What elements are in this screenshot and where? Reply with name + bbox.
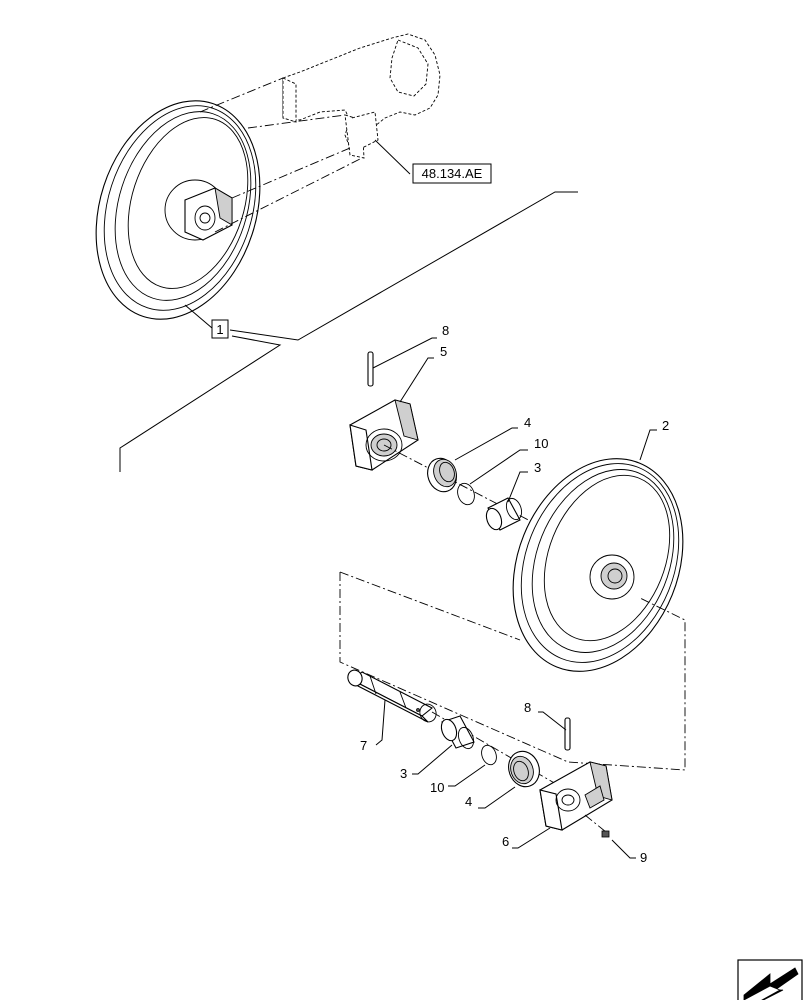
callout-wheel: 2	[662, 418, 669, 433]
callout-shaft: 7	[360, 738, 367, 753]
assembly-marker: 1	[211, 319, 229, 339]
face-seal-bottom	[508, 750, 540, 788]
grease-plug	[584, 814, 610, 838]
reference-box[interactable]: 48.134.AE	[412, 163, 492, 184]
yoke-arm-ghost	[282, 33, 441, 159]
callout-housing-top: 5	[440, 344, 447, 359]
callout-ring-top: 10	[534, 436, 548, 451]
spring-pin-bottom	[564, 717, 571, 751]
idler-assembly-overview: 48.134.AE 1	[95, 33, 578, 472]
callout-seal-top: 4	[524, 415, 531, 430]
callout-plug: 9	[640, 850, 647, 865]
idler-wheel	[512, 458, 684, 672]
bushing-bottom	[440, 715, 475, 750]
bearing-housing-bottom	[539, 761, 613, 831]
callout-ring-bottom: 10	[430, 780, 444, 795]
o-ring-top	[457, 482, 475, 506]
bushing-top	[485, 497, 523, 531]
bearing-housing-top	[349, 399, 419, 471]
callout-pin-top: 8	[442, 323, 449, 338]
callout-seal-bottom: 4	[465, 794, 472, 809]
spring-pin-top	[367, 351, 374, 387]
idler-wheel-overview	[95, 100, 261, 320]
callout-pin-bottom: 8	[524, 700, 531, 715]
callout-bushing-bottom: 3	[400, 766, 407, 781]
idler-shaft	[347, 669, 437, 723]
o-ring-bottom	[481, 744, 497, 766]
projection-lines-top	[199, 77, 363, 233]
face-seal-top	[427, 457, 457, 493]
assembly-marker-label: 1	[216, 322, 223, 337]
group-frame	[339, 571, 686, 771]
next-page-arrow-icon[interactable]	[737, 959, 803, 1000]
reference-box-label: 48.134.AE	[422, 166, 483, 181]
callout-bushing-top: 3	[534, 460, 541, 475]
callout-housing-bottom: 6	[502, 834, 509, 849]
